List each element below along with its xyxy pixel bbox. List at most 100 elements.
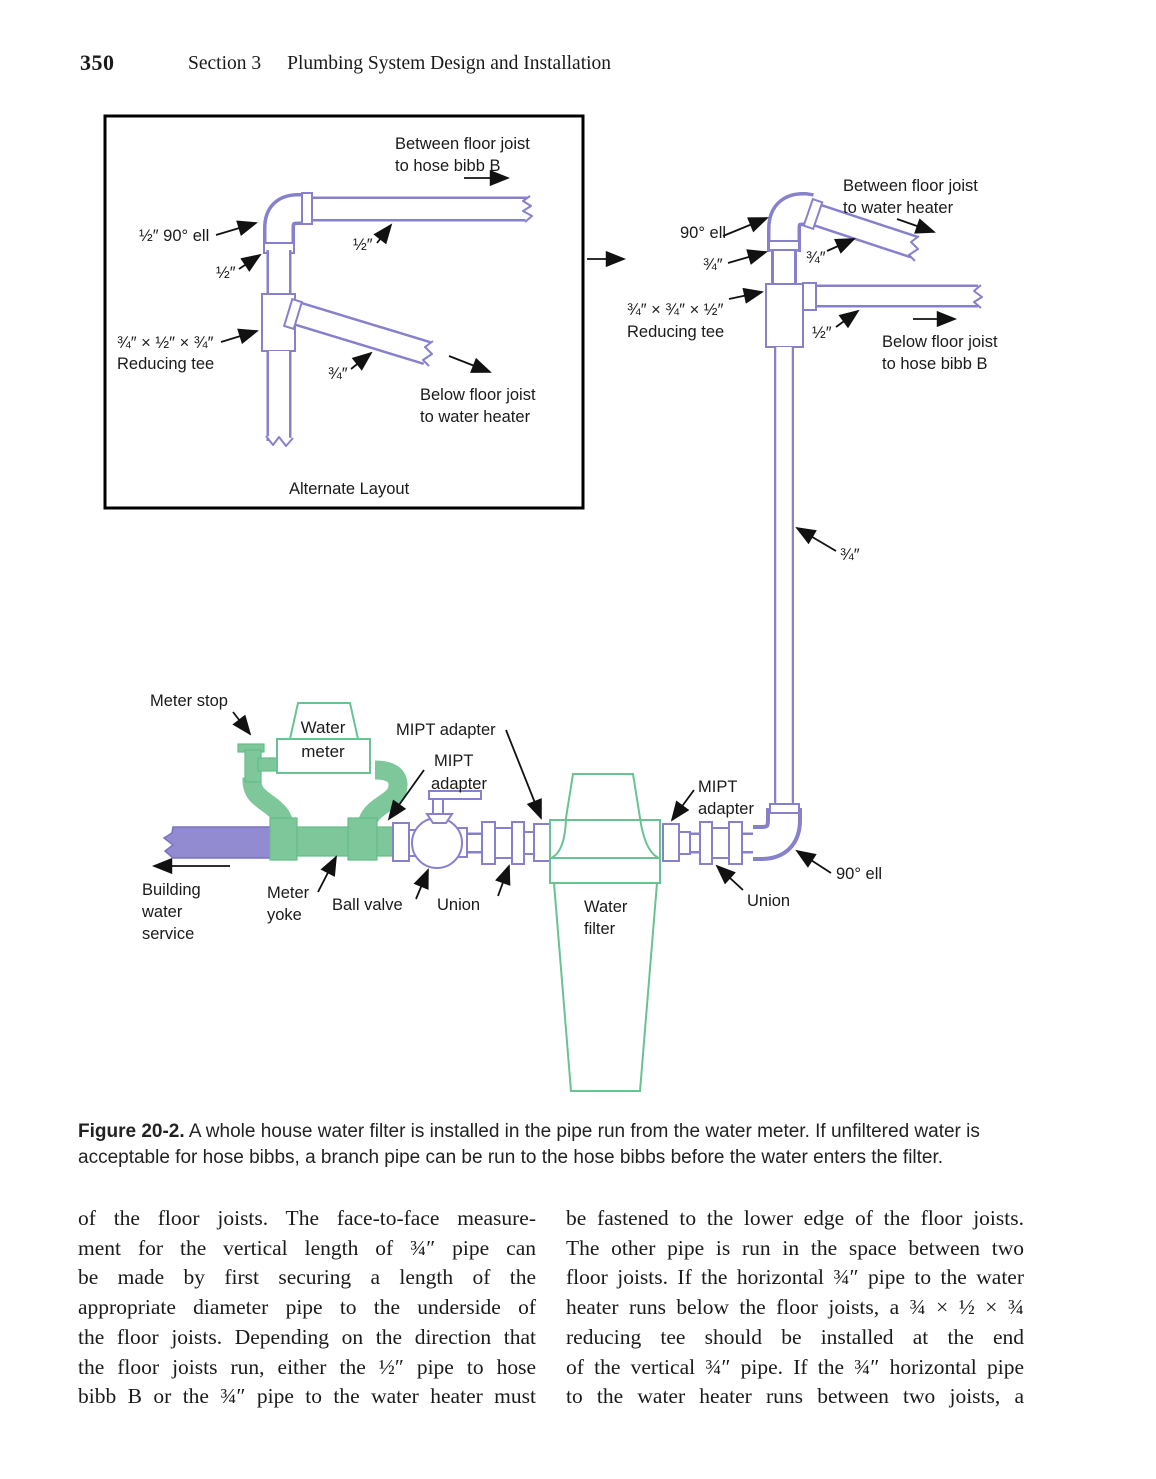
label-water-filter-1: Water — [584, 898, 628, 916]
bottom-callouts: Meter stop MIPT adapter MIPT adapter Bui… — [141, 692, 882, 943]
building-water-service-pipe — [162, 826, 273, 859]
callout-arrow — [715, 864, 744, 891]
label-building-1: Building — [142, 881, 201, 899]
union-body — [494, 827, 513, 859]
pipe-break — [522, 195, 533, 223]
label-to-water-heater: to water heater — [420, 408, 531, 426]
label-building-3: service — [142, 925, 194, 943]
body-line: the floor joists. Depending on the direc… — [78, 1324, 536, 1349]
callout-arrow — [795, 849, 832, 874]
body-line: heater runs below the floor joists, a ¾ … — [566, 1295, 1024, 1320]
callout-arrow — [413, 868, 429, 900]
callout-arrow — [220, 328, 259, 345]
figure-caption-label: Figure 20-2. — [78, 1121, 185, 1142]
body-line: ment for the vertical length of ¾″ pipe … — [78, 1235, 536, 1260]
pipe-break — [422, 340, 434, 367]
mipt-adapter — [533, 823, 551, 862]
label-half-inch: ½″ — [216, 264, 236, 282]
yoke-cap — [347, 817, 378, 861]
socket — [282, 297, 304, 331]
callout-arrow — [722, 217, 769, 237]
body-line: be fastened to the lower edge of the flo… — [566, 1206, 1024, 1230]
inset-pipe-assembly — [261, 192, 533, 447]
water-meter-body — [276, 738, 371, 774]
ball-valve-bonnet — [425, 813, 454, 824]
ball-valve-body — [411, 817, 463, 869]
label-below-floor-joist: Below floor joist — [882, 333, 998, 351]
label-three-quarter-inch: ¾″ — [806, 249, 826, 267]
filter-sump — [552, 882, 659, 1092]
callout-arrow — [387, 769, 425, 821]
filter-head — [550, 773, 660, 859]
reducer — [523, 831, 535, 855]
socket — [802, 282, 817, 311]
yoke-cap — [269, 817, 298, 861]
body-line: to the water heater runs between two joi… — [566, 1384, 1024, 1409]
callout-arrow — [728, 287, 764, 304]
callout-arrow — [317, 855, 337, 893]
section-title: Plumbing System Design and Installation — [287, 53, 612, 74]
socket — [301, 192, 313, 225]
meter-assembly: Water meter — [162, 702, 408, 861]
label-water-meter-2: meter — [301, 742, 345, 761]
label-ball-valve: Ball valve — [332, 896, 403, 914]
union-nut — [728, 821, 743, 865]
page-number: 350 — [80, 50, 115, 75]
body-line: of the vertical ¾″ pipe. If the ¾″ horiz… — [566, 1354, 1024, 1379]
union-nut — [511, 821, 525, 865]
callout-arrow — [238, 253, 262, 272]
inset-border — [103, 114, 585, 510]
pipe-break — [265, 435, 294, 447]
label-reducing-tee: Reducing tee — [627, 323, 724, 341]
callout-arrow — [350, 351, 373, 371]
body-text-right-column: be fastened to the lower edge of the flo… — [566, 1204, 1024, 1412]
label-mipt-right-1: MIPT — [698, 778, 737, 796]
socket — [802, 197, 824, 231]
label-three-quarter-inch: ¾″ — [328, 365, 348, 383]
callout-arrow — [826, 238, 856, 254]
socket — [768, 240, 800, 251]
union-nut — [699, 821, 713, 865]
label-tee-size: ¾″ × ½″ × ¾″ — [117, 334, 214, 352]
callout-arrow — [670, 789, 695, 822]
label-to-water-heater: to water heater — [843, 199, 954, 217]
socket — [769, 803, 800, 814]
main-top-callouts: Between floor joist to water heater 90° … — [627, 177, 998, 564]
label-half-inch: ½″ — [353, 236, 373, 254]
label-three-quarter-inch: ¾″ — [840, 546, 860, 564]
body-line: appropriate diameter pipe to the undersi… — [78, 1295, 536, 1320]
body-line: be made by first securing a length of th… — [78, 1265, 536, 1290]
inset-caption: Alternate Layout — [289, 480, 410, 498]
label-to-hose-bibb-b: to hose bibb B — [395, 157, 501, 175]
body-line: reducing tee should be installed at the … — [566, 1324, 1024, 1349]
label-meter-stop: Meter stop — [150, 692, 228, 710]
label-mipt-adapter: MIPT adapter — [396, 721, 496, 739]
body-line: of the floor joists. The face-to-face me… — [78, 1206, 536, 1230]
union-nut — [481, 821, 496, 865]
label-water-meter-1: Water — [301, 718, 346, 737]
label-tee-size: ¾″ × ¾″ × ½″ — [627, 301, 724, 319]
mipt-adapter — [392, 822, 410, 862]
ball-valve-stem — [432, 798, 444, 815]
callout-arrow — [505, 729, 542, 820]
label-meter-yoke-2: yoke — [267, 906, 302, 924]
water-filter: Water filter — [549, 773, 661, 1092]
body-line: The other pipe is run in the space betwe… — [566, 1235, 1024, 1260]
label-reducing-tee: Reducing tee — [117, 355, 214, 373]
label-three-quarter-inch: ¾″ — [703, 256, 723, 274]
meter-yoke-right-arm — [356, 760, 408, 834]
callout-arrow — [215, 220, 258, 236]
ball-valve-handle — [428, 790, 482, 800]
direction-arrow — [448, 355, 492, 373]
direction-arrow — [896, 218, 936, 234]
figure-caption-text: A whole house water filter is installed … — [78, 1121, 980, 1169]
label-90-ell-bottom: 90° ell — [836, 865, 882, 883]
label-between-floor-joist: Between floor joist — [395, 135, 530, 153]
label-to-hose-bibb-b: to hose bibb B — [882, 355, 988, 373]
mipt-adapter — [662, 823, 680, 862]
label-union-right: Union — [747, 892, 790, 910]
label-half-inch: ½″ — [812, 324, 832, 342]
